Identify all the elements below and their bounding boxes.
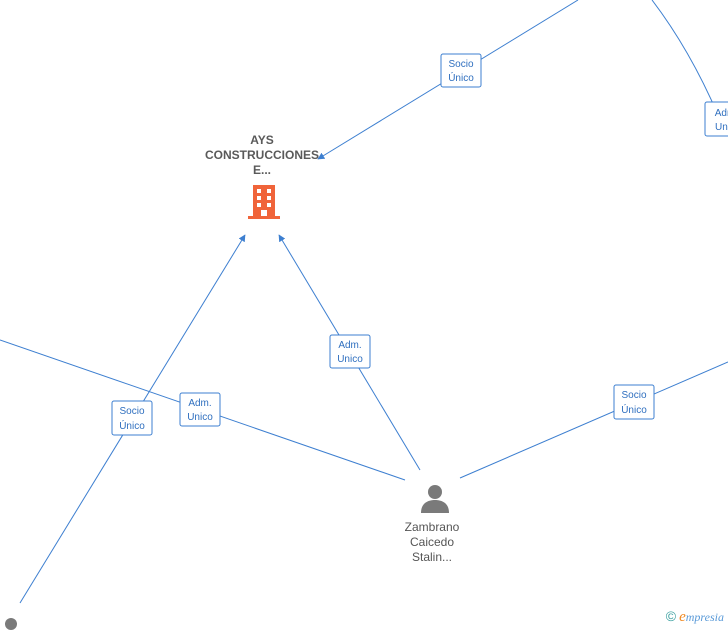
edge-label-line: Único xyxy=(448,71,474,84)
edge-label-line: Único xyxy=(119,419,145,432)
edge-label-line: Socio xyxy=(119,406,144,417)
brand-name: mpresia xyxy=(685,610,724,624)
edge-label-socio-right[interactable]: Socio Único xyxy=(613,384,655,420)
person-icon[interactable] xyxy=(420,484,450,514)
person-label-line: Caicedo xyxy=(409,535,455,549)
edge-label-socio-left[interactable]: Socio Único xyxy=(111,400,153,436)
edge-label-adm-right[interactable]: Adm Unic xyxy=(704,101,728,137)
edge-label-line: Socio xyxy=(448,59,473,70)
edge-label-line: Adm. xyxy=(188,398,211,409)
edge-label-line: Socio xyxy=(621,390,646,401)
edge-adm-right xyxy=(651,0,719,116)
company-label-line: E... xyxy=(252,163,271,177)
edge-label-line: Unico xyxy=(337,354,363,365)
copyright-symbol: © xyxy=(665,608,677,624)
company-node-label[interactable]: AYS CONSTRUCCIONES E... xyxy=(196,133,328,178)
company-label-line: CONSTRUCCIONES xyxy=(204,148,319,162)
company-label-line: AYS xyxy=(250,133,274,147)
edge-label-adm-left[interactable]: Adm. Unico xyxy=(179,392,221,427)
empresia-watermark: ©empresia xyxy=(666,608,724,626)
partial-person-icon[interactable] xyxy=(3,615,19,630)
person-node-label[interactable]: Zambrano Caicedo Stalin... xyxy=(382,520,482,565)
edge-label-socio-top[interactable]: Socio Único xyxy=(440,53,482,88)
brand-e: e xyxy=(679,609,686,625)
edge-label-line: Adm xyxy=(715,108,728,119)
edge-socio-right xyxy=(459,361,728,479)
building-icon[interactable] xyxy=(248,185,280,219)
person-label-line: Stalin... xyxy=(411,550,453,564)
edge-label-line: Unico xyxy=(187,412,213,423)
edge-label-line: Unic xyxy=(715,122,728,133)
edge-label-line: Adm. xyxy=(338,340,361,351)
edge-label-line: Único xyxy=(621,403,647,416)
person-label-line: Zambrano xyxy=(404,520,460,534)
edge-label-adm-center[interactable]: Adm. Unico xyxy=(329,334,371,369)
